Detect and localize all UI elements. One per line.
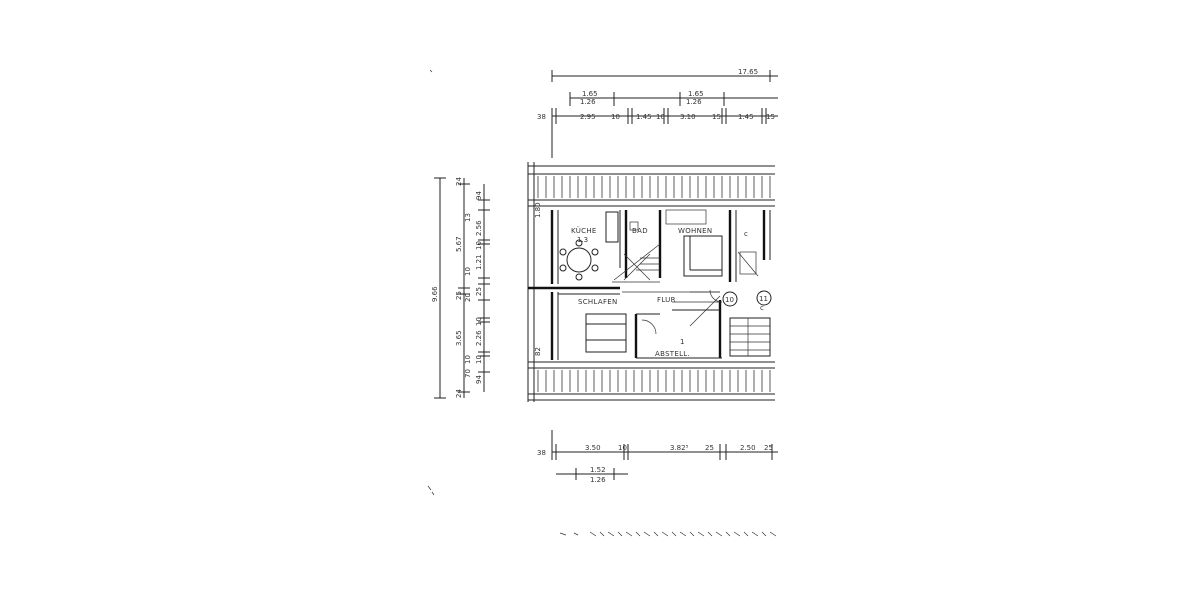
left-inner-1: 1.21 bbox=[475, 254, 483, 270]
scan-artifact-marks bbox=[427, 69, 777, 537]
storage-note: 1 bbox=[680, 338, 684, 346]
sofa-icon bbox=[665, 209, 723, 277]
room-label-living: WOHNEN bbox=[678, 227, 712, 235]
left-mid-1: 10 bbox=[464, 267, 472, 276]
kitchen-note: 1.3 bbox=[577, 236, 588, 244]
top-seg-1: 2.95 bbox=[580, 113, 596, 121]
bottom-dimension-chain: 38 3.50 10 3.82⁵ 25 2.50 25 1.52 1.26 bbox=[537, 430, 778, 484]
bottom-seg-1: 3.50 bbox=[585, 444, 601, 452]
room-label-storage: ABSTELL. bbox=[655, 350, 690, 358]
bottom-opening-sub-dim: 1.26 bbox=[590, 476, 606, 484]
marker-10: 10 bbox=[722, 291, 738, 307]
right-stair-block bbox=[729, 251, 771, 357]
bed-icon bbox=[585, 313, 627, 353]
bottom-seg-0: 38 bbox=[537, 449, 546, 457]
room-label-bedroom: SCHLAFEN bbox=[578, 298, 618, 306]
left-inner-7: 10 bbox=[475, 355, 483, 364]
room-label-hall: FLUR bbox=[657, 296, 676, 304]
top-seg-2: 10 bbox=[611, 113, 620, 121]
top-seg-6: 15 bbox=[712, 113, 721, 121]
door-swing-icon bbox=[709, 289, 723, 303]
door-swing-icon bbox=[641, 319, 657, 335]
left-outer-3: 3.65 bbox=[455, 330, 463, 346]
top-opening-b-sub-dim: 1.26 bbox=[686, 98, 702, 106]
left-wall-top-dim: 1.80 bbox=[534, 202, 542, 218]
left-dimension-chain: 9.66 24 5.67 25 3.65 24 94 1.21 2.56 10 … bbox=[431, 177, 490, 399]
left-inner-2: 2.56 bbox=[475, 220, 483, 236]
left-inner-8: 94 bbox=[475, 375, 483, 384]
top-dimension-chain: 17.65 1.65 1.26 1.65 1.26 38 2.95 10 1.4… bbox=[537, 68, 778, 158]
left-outer-0: 24 bbox=[455, 177, 463, 186]
top-opening-a-dim: 1.65 bbox=[582, 90, 598, 98]
left-wall-bottom-dim: 82 bbox=[534, 347, 542, 356]
svg-text:11: 11 bbox=[759, 295, 768, 303]
left-overall-dim: 9.66 bbox=[431, 286, 439, 302]
top-seg-3: 1.45 bbox=[636, 113, 652, 121]
top-seg-7: 1.45 bbox=[738, 113, 754, 121]
top-seg-0: 38 bbox=[537, 113, 546, 121]
top-overall-dim: 17.65 bbox=[738, 68, 758, 76]
small-c-label: c bbox=[760, 304, 764, 312]
bottom-seg-6: 25 bbox=[764, 444, 773, 452]
left-inner-6: 2.26 bbox=[475, 330, 483, 346]
top-seg-5: 3.10 bbox=[680, 113, 696, 121]
bottom-opening-dim: 1.52 bbox=[590, 466, 606, 474]
top-opening-b-dim: 1.65 bbox=[688, 90, 704, 98]
bottom-seg-4: 25 bbox=[705, 444, 714, 452]
left-outer-2: 25 bbox=[455, 291, 463, 300]
svg-text:10: 10 bbox=[725, 296, 734, 304]
room-label-kitchen: KÜCHE bbox=[571, 226, 597, 235]
small-c-label: c bbox=[744, 230, 748, 238]
top-seg-8: 15 bbox=[766, 113, 775, 121]
stairs-icon bbox=[613, 243, 721, 327]
top-roof-band bbox=[528, 165, 775, 207]
left-outer-1: 5.67 bbox=[455, 236, 463, 252]
bottom-roof-band bbox=[528, 361, 775, 401]
left-inner-3: 10 bbox=[475, 241, 483, 250]
bottom-seg-3: 3.82⁵ bbox=[670, 444, 689, 452]
left-inner-4: 25 bbox=[475, 287, 483, 296]
top-opening-a-sub-dim: 1.26 bbox=[580, 98, 596, 106]
left-inner-0: 94 bbox=[475, 191, 483, 200]
left-inner-5: 10 bbox=[475, 317, 483, 326]
top-seg-4: 10 bbox=[656, 113, 665, 121]
room-label-bath: BAD bbox=[632, 227, 648, 235]
left-mid-0: 13 bbox=[464, 213, 472, 222]
dining-table-icon bbox=[559, 239, 599, 281]
building: KÜCHE 1.3 BAD WOHNEN SCHLAFEN FLUR 1 ABS… bbox=[527, 162, 775, 402]
left-mid-2: 20 bbox=[464, 293, 472, 302]
left-mid-4: 70 bbox=[464, 369, 472, 378]
bottom-seg-2: 10 bbox=[618, 444, 627, 452]
left-mid-3: 10 bbox=[464, 355, 472, 364]
bottom-seg-5: 2.50 bbox=[740, 444, 756, 452]
left-outer-4: 24 bbox=[455, 389, 463, 398]
marker-11: 11 bbox=[756, 290, 772, 306]
